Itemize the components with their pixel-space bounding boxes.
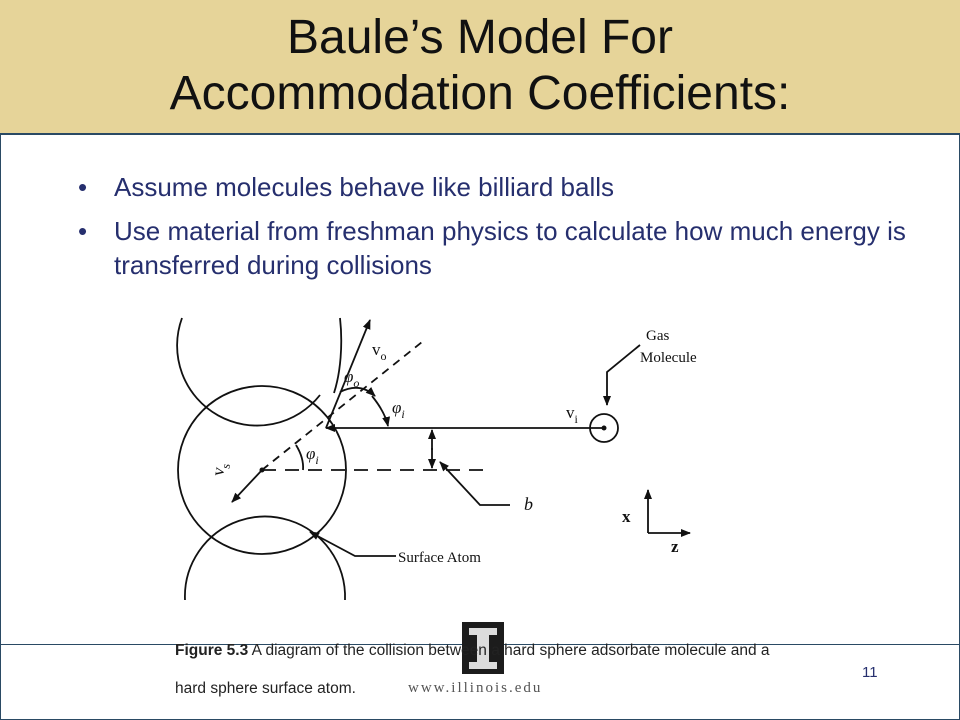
label-gas: Gas xyxy=(646,328,669,344)
gas-molecule xyxy=(589,413,619,443)
phii-upper-sub: i xyxy=(401,407,404,421)
caption-text: A diagram of the collision between a har… xyxy=(175,642,770,697)
label-phio: φo xyxy=(344,367,359,390)
vs-main: v xyxy=(208,465,228,477)
bullet-text: Use material from freshman physics to ca… xyxy=(114,216,906,280)
contact-point xyxy=(259,467,265,473)
vo-main: v xyxy=(372,340,381,359)
label-phii-lower: φi xyxy=(306,444,319,467)
title-band xyxy=(0,0,960,133)
surface-atom-top-right xyxy=(333,317,343,394)
title-line-2: Accommodation Coefficients: xyxy=(169,67,791,120)
bullet-item: • Use material from freshman physics to c… xyxy=(78,214,938,282)
title-line-1: Baule’s Model For xyxy=(287,11,673,64)
phii-lower-sub: i xyxy=(315,453,318,467)
vi-sub: i xyxy=(575,412,579,426)
phio-sub: o xyxy=(353,376,359,390)
label-x: x xyxy=(622,507,631,526)
slide-title: Baule’s Model For Accommodation Coeffici… xyxy=(0,10,960,122)
figure-caption: Figure 5.3 A diagram of the collision be… xyxy=(175,632,795,708)
normal-dashed-line xyxy=(261,341,423,471)
surface-atom-bottom xyxy=(184,515,331,601)
vo-sub: o xyxy=(381,349,387,363)
vi-main: v xyxy=(566,403,575,422)
bullet-dot-icon: • xyxy=(78,172,88,202)
gas-center xyxy=(601,425,607,431)
label-vs: vs xyxy=(208,461,233,478)
phio-main: φ xyxy=(344,367,353,386)
label-molecule: Molecule xyxy=(640,350,697,366)
label-b: b xyxy=(524,494,533,514)
caption-label: Figure 5.3 xyxy=(175,642,249,659)
illinois-logo-icon xyxy=(462,622,504,674)
gas-pointer xyxy=(603,344,641,406)
phii-lower-main: φ xyxy=(306,444,315,463)
phii-upper-main: φ xyxy=(392,398,401,417)
vs-sub: s xyxy=(218,462,233,469)
bullet-dot-icon: • xyxy=(78,216,88,246)
bullet-list: • Assume molecules behave like billiard b… xyxy=(78,170,938,292)
angle-arc-phi-i-upper xyxy=(371,395,391,427)
surface-atom-middle xyxy=(177,385,347,555)
surface-atom-bottom-right xyxy=(329,549,346,601)
logo-url: www.illinois.edu xyxy=(408,680,543,696)
bullet-text: Assume molecules behave like billiard ba… xyxy=(114,172,615,202)
angle-arc-phi-o xyxy=(339,386,376,397)
bullet-item: • Assume molecules behave like billiard b… xyxy=(78,170,938,204)
collision-diagram: Gas Molecule vo φo φi vi φi vs b x z Sur… xyxy=(176,317,697,601)
label-vo: vo xyxy=(372,340,387,363)
outgoing-velocity xyxy=(325,319,371,429)
label-surface-atom: Surface Atom xyxy=(398,550,481,566)
label-phii-upper: φi xyxy=(392,398,405,421)
angle-arc-phi-i-lower xyxy=(295,444,305,471)
page-number: 11 xyxy=(862,664,878,681)
surface-atom-pointer xyxy=(309,531,396,557)
surface-atom-top xyxy=(176,317,321,427)
surface-velocity xyxy=(231,469,263,503)
b-pointer xyxy=(439,461,510,506)
label-vi: vi xyxy=(566,403,579,426)
label-z: z xyxy=(671,537,679,556)
